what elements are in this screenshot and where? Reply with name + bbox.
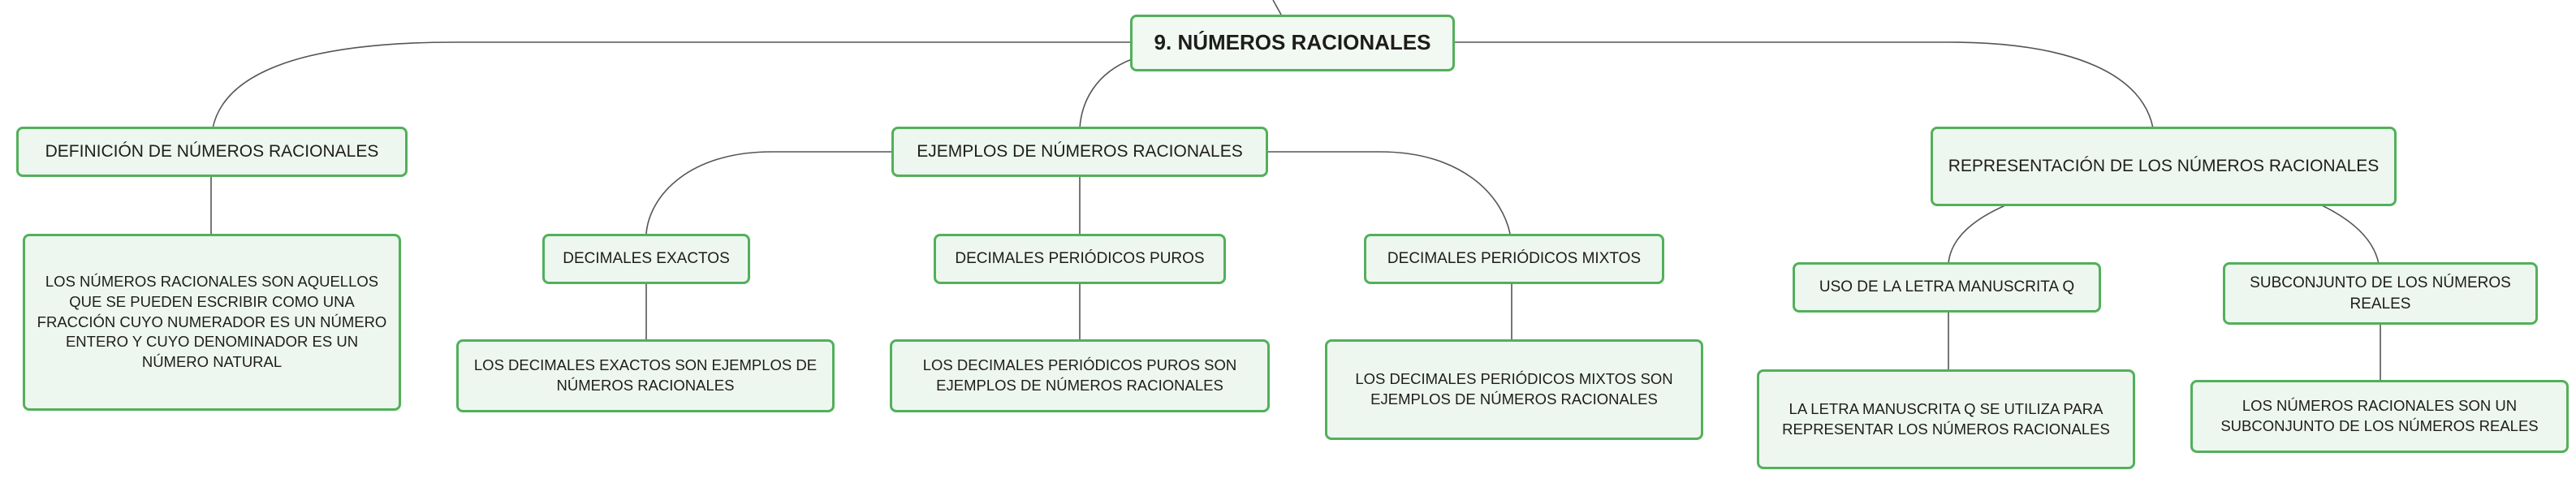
connector-ejemplos-mixtos [1268, 151, 1511, 235]
subtopic-subconjunto[interactable]: SUBCONJUNTO DE LOS NÚMEROS REALES [2223, 262, 2538, 325]
detail-subconjunto[interactable]: LOS NÚMEROS RACIONALES SON UN SUBCONJUNT… [2190, 380, 2569, 453]
topic-representacion[interactable]: REPRESENTACIÓN DE LOS NÚMEROS RACIONALES [1931, 127, 2397, 206]
connector-root-ejemplos [1079, 58, 1133, 129]
topic-definicion[interactable]: DEFINICIÓN DE NÚMEROS RACIONALES [16, 127, 408, 177]
detail-definicion-text: LOS NÚMEROS RACIONALES SON AQUELLOS QUE … [37, 272, 387, 371]
topic-ejemplos[interactable]: EJEMPLOS DE NÚMEROS RACIONALES [891, 127, 1268, 177]
detail-decimales-puros[interactable]: LOS DECIMALES PERIÓDICOS PUROS SON EJEMP… [890, 339, 1270, 412]
subtopic-subconjunto-label: SUBCONJUNTO DE LOS NÚMEROS REALES [2250, 274, 2511, 313]
detail-decimales-exactos-text: LOS DECIMALES EXACTOS SON EJEMPLOS DE NÚ… [473, 356, 818, 394]
detail-letra-q-text: LA LETRA MANUSCRITA Q SE UTILIZA PARA RE… [1782, 399, 2110, 438]
connector-representacion-subconjunto [2321, 205, 2380, 265]
connector-ejemplos-exactos [645, 151, 891, 235]
detail-decimales-puros-text: LOS DECIMALES PERIÓDICOS PUROS SON EJEMP… [922, 356, 1237, 394]
detail-subconjunto-text: LOS NÚMEROS RACIONALES SON UN SUBCONJUNT… [2220, 397, 2539, 434]
detail-decimales-mixtos[interactable]: LOS DECIMALES PERIÓDICOS MIXTOS SON EJEM… [1325, 339, 1703, 440]
subtopic-letra-q-label: USO DE LA LETRA MANUSCRITA Q [1819, 278, 2075, 296]
detail-definicion[interactable]: LOS NÚMEROS RACIONALES SON AQUELLOS QUE … [23, 234, 401, 411]
topic-ejemplos-label: EJEMPLOS DE NÚMEROS RACIONALES [917, 141, 1243, 161]
subtopic-decimales-mixtos-label: DECIMALES PERIÓDICOS MIXTOS [1387, 250, 1642, 268]
connector-root-top [1272, 0, 1282, 15]
detail-decimales-exactos[interactable]: LOS DECIMALES EXACTOS SON EJEMPLOS DE NÚ… [456, 339, 835, 412]
subtopic-decimales-mixtos[interactable]: DECIMALES PERIÓDICOS MIXTOS [1364, 234, 1664, 284]
topic-definicion-label: DEFINICIÓN DE NÚMEROS RACIONALES [45, 141, 379, 161]
topic-representacion-label: REPRESENTACIÓN DE LOS NÚMEROS RACIONALES [1948, 156, 2380, 175]
subtopic-decimales-exactos-label: DECIMALES EXACTOS [563, 250, 730, 268]
connector-representacion-letra [1948, 205, 2006, 265]
subtopic-decimales-puros[interactable]: DECIMALES PERIÓDICOS PUROS [934, 234, 1226, 284]
subtopic-decimales-puros-label: DECIMALES PERIÓDICOS PUROS [955, 250, 1205, 268]
root-topic-label: 9. NÚMEROS RACIONALES [1154, 30, 1431, 55]
subtopic-decimales-exactos[interactable]: DECIMALES EXACTOS [542, 234, 750, 284]
detail-letra-q[interactable]: LA LETRA MANUSCRITA Q SE UTILIZA PARA RE… [1757, 369, 2135, 469]
connector-root-representacion [1453, 41, 2154, 129]
root-topic[interactable]: 9. NÚMEROS RACIONALES [1130, 15, 1455, 71]
detail-decimales-mixtos-text: LOS DECIMALES PERIÓDICOS MIXTOS SON EJEM… [1355, 370, 1673, 408]
subtopic-letra-q[interactable]: USO DE LA LETRA MANUSCRITA Q [1793, 262, 2101, 313]
connector-root-definicion [212, 41, 1130, 129]
